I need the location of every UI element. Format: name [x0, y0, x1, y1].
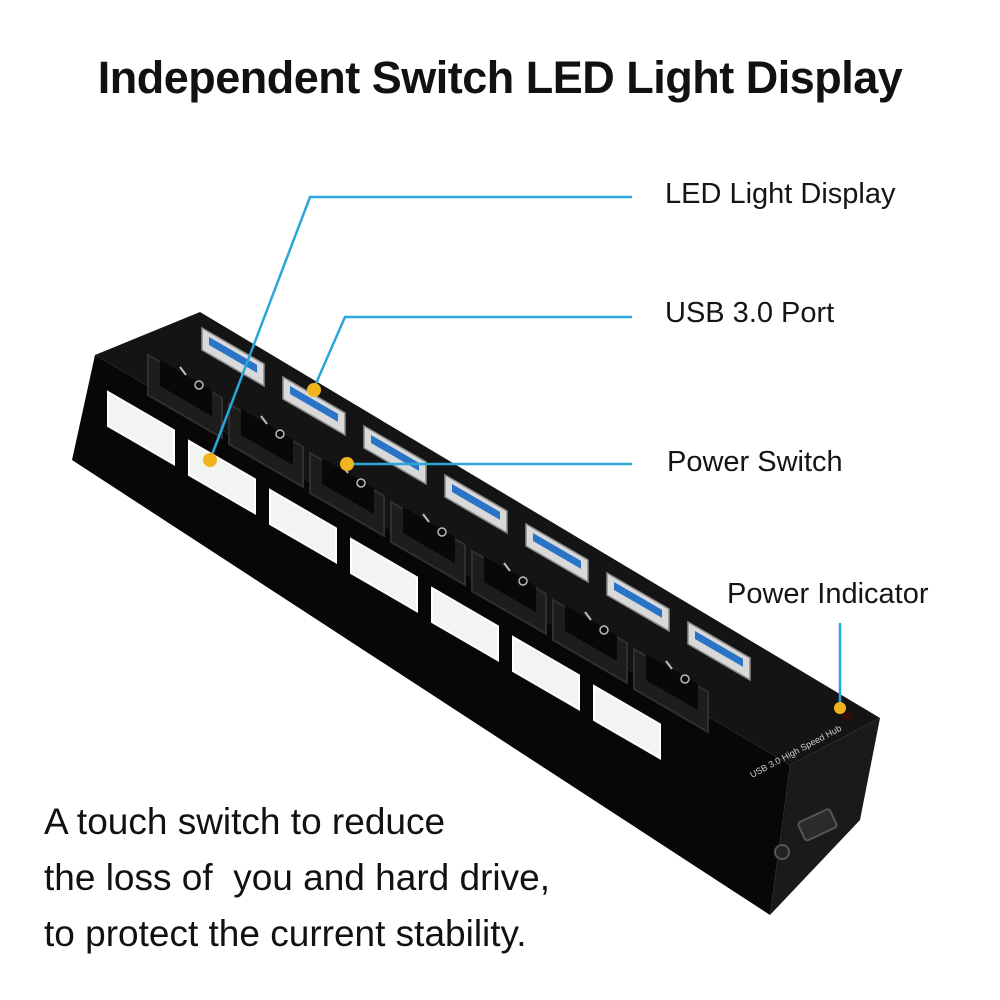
description-text: A touch switch to reduce the loss of you…	[44, 794, 550, 962]
leader-usb	[312, 315, 632, 389]
led-panel-6	[512, 635, 580, 712]
switch-off-mark-3[interactable]	[356, 478, 366, 488]
led-panel-3	[269, 488, 337, 565]
description-line-3: to protect the current stability.	[44, 913, 527, 954]
usb-port-tongue-1	[209, 337, 257, 373]
switch-on-mark-6[interactable]	[584, 611, 592, 621]
switch-off-mark-7[interactable]	[680, 674, 690, 684]
switch-off-mark-1[interactable]	[194, 380, 204, 390]
usb-port-tongue-5	[533, 533, 581, 569]
micro-usb-connector	[797, 808, 838, 842]
switch-6[interactable]	[565, 605, 617, 662]
dc-jack	[774, 844, 790, 860]
callout-power-switch: Power Switch	[667, 446, 843, 478]
usb-port-tongue-6	[614, 582, 662, 618]
switch-on-mark-5[interactable]	[503, 562, 511, 572]
hub-top-face	[95, 312, 880, 765]
switch-off-mark-6[interactable]	[599, 625, 609, 635]
switch-7[interactable]	[646, 654, 698, 711]
callout-usb-port: USB 3.0 Port	[665, 297, 835, 329]
usb-port-tongue-3	[371, 435, 419, 471]
dot-usb	[307, 383, 321, 397]
switch-on-mark-1[interactable]	[179, 366, 187, 376]
usb-port-tongue-2	[290, 386, 338, 422]
switch-1[interactable]	[160, 360, 212, 417]
switch-off-mark-4[interactable]	[437, 527, 447, 537]
switch-2[interactable]	[241, 409, 293, 466]
power-indicator-led	[843, 712, 851, 720]
led-panel-7	[593, 684, 661, 761]
callout-led-light-display: LED Light Display	[665, 178, 896, 210]
led-panel-5	[431, 586, 499, 663]
headline: Independent Switch LED Light Display	[97, 52, 903, 103]
callout-leaders	[208, 195, 842, 708]
switch-3[interactable]	[322, 458, 374, 515]
led-panel-1	[107, 390, 175, 467]
dot-power-indicator	[834, 702, 846, 714]
switch-off-mark-5[interactable]	[518, 576, 528, 586]
switch-off-mark-2[interactable]	[275, 429, 285, 439]
dot-power-switch	[340, 457, 354, 471]
callout-dots	[203, 383, 846, 714]
description-line-2: the loss of you and hard drive,	[44, 857, 550, 898]
switch-on-mark-7[interactable]	[665, 660, 673, 670]
callout-power-indicator: Power Indicator	[727, 578, 929, 610]
led-panel-4	[350, 537, 418, 614]
usb-hub: USB 3.0 High Speed Hub	[72, 312, 880, 915]
switch-4[interactable]	[403, 507, 455, 564]
switch-on-mark-4[interactable]	[422, 513, 430, 523]
description-line-1: A touch switch to reduce	[44, 801, 446, 842]
leader-led	[208, 195, 632, 461]
switch-on-mark-2[interactable]	[260, 415, 268, 425]
switch-5[interactable]	[484, 556, 536, 613]
usb-port-tongue-7	[695, 631, 743, 667]
usb-port-tongue-4	[452, 484, 500, 520]
dot-led	[203, 453, 217, 467]
